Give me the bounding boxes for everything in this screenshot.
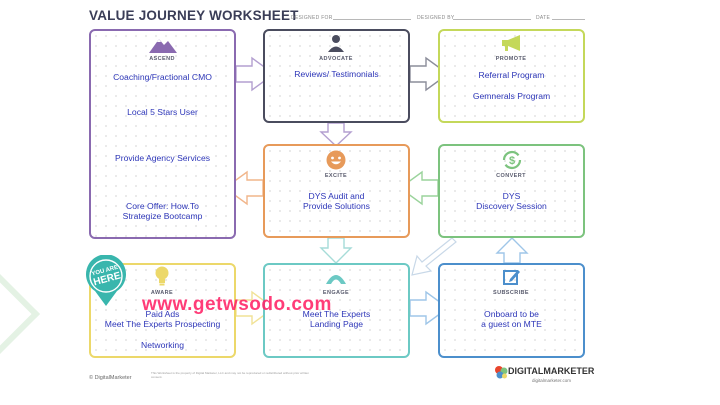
ascend-item-5: Strategize Bootcamp — [122, 211, 203, 221]
footer-copyright: © DigitalMarketer — [89, 375, 132, 381]
edit-icon — [503, 270, 520, 285]
svg-text:$: $ — [509, 155, 515, 167]
digitalmarketer-logo: DIGITALMARKETER — [508, 366, 595, 376]
handshake-icon — [326, 275, 346, 284]
aware-item-3: Networking — [141, 340, 184, 350]
worksheet-title: VALUE JOURNEY WORKSHEET — [89, 8, 299, 23]
worksheet-page: VALUE JOURNEY WORKSHEET DESIGNED FOR DES… — [62, 0, 608, 405]
arrow-advocate-to-promote — [409, 56, 450, 92]
stage-subscribe-label: SUBSCRIBE — [493, 290, 529, 296]
left-margin — [0, 0, 62, 405]
aware-item-2: Meet The Experts Prospecting — [104, 319, 221, 329]
designed-by-label: DESIGNED BY — [417, 15, 455, 21]
promote-item-1: Referral Program — [478, 70, 545, 80]
smiley-icon — [326, 150, 346, 170]
arrow-convert-to-engage-diagonal — [411, 237, 457, 276]
convert-item-2: Discovery Session — [476, 201, 547, 211]
arrow-advocate-to-excite — [319, 122, 353, 147]
stage-excite-label: EXCITE — [324, 173, 348, 179]
arrow-subscribe-to-convert — [495, 237, 529, 264]
stage-aware-label: AWARE — [150, 290, 174, 296]
megaphone-icon — [502, 35, 520, 51]
stage-advocate[interactable] — [263, 29, 410, 123]
date-label: DATE — [536, 15, 551, 21]
excite-item-1: DYS Audit and — [308, 191, 365, 201]
stage-ascend-label: ASCEND — [149, 56, 175, 62]
engage-item-1: Meet The Experts — [302, 309, 371, 319]
ascend-item-4: Core Offer: How.To — [126, 201, 199, 211]
digitalmarketer-logo-icon — [495, 366, 508, 379]
stage-ascend[interactable] — [89, 29, 236, 239]
arrow-excite-to-engage — [319, 237, 353, 264]
subscribe-item-2: a guest on MTE — [481, 319, 542, 329]
stage-convert-label: CONVERT — [496, 173, 526, 179]
stage-promote-label: PROMOTE — [495, 56, 527, 62]
ascend-item-2: Local 5 Stars User — [127, 107, 198, 117]
chevron-decoration — [0, 272, 41, 356]
stage-subscribe[interactable] — [438, 263, 585, 358]
ascend-item-3: Provide Agency Services — [114, 153, 211, 163]
stage-advocate-label: ADVOCATE — [319, 56, 353, 62]
aware-item-1: Paid Ads — [145, 309, 180, 319]
stage-engage[interactable] — [263, 263, 410, 358]
digitalmarketer-url: digitalmarketer.com — [532, 378, 572, 383]
excite-item-2: Provide Solutions — [303, 201, 370, 211]
arrow-convert-to-excite — [398, 170, 439, 206]
you-are-here-badge: YOU ARE HERE — [86, 255, 126, 306]
mountain-icon — [149, 39, 177, 53]
watermark-text: www.getwsodo.com — [142, 294, 332, 315]
person-icon — [328, 35, 344, 52]
engage-item-2: Landing Page — [309, 319, 364, 329]
designed-for-label: DESIGNED FOR — [291, 15, 333, 21]
stage-convert[interactable] — [438, 144, 585, 238]
promote-item-2: Gemnerals Program — [472, 91, 551, 101]
advocate-item-1: Reviews/ Testimonials — [294, 69, 379, 79]
arrow-excite-to-ascend — [223, 170, 264, 206]
right-margin — [608, 0, 720, 405]
footer-fine-print: This Worksheet is the property of Digita… — [151, 371, 310, 379]
date-line[interactable] — [552, 19, 585, 20]
dollar-cycle-icon: $ — [502, 150, 522, 170]
ascend-item-1: Coaching/Fractional CMO — [113, 72, 212, 82]
designed-by-line[interactable] — [453, 19, 531, 20]
stage-engage-label: ENGAGE — [322, 290, 350, 296]
arrow-engage-to-subscribe — [409, 290, 450, 326]
lightbulb-icon — [155, 266, 169, 286]
designed-for-line[interactable] — [333, 19, 411, 20]
subscribe-item-1: Onboard to be — [484, 309, 539, 319]
convert-item-1: DYS — [502, 191, 521, 201]
